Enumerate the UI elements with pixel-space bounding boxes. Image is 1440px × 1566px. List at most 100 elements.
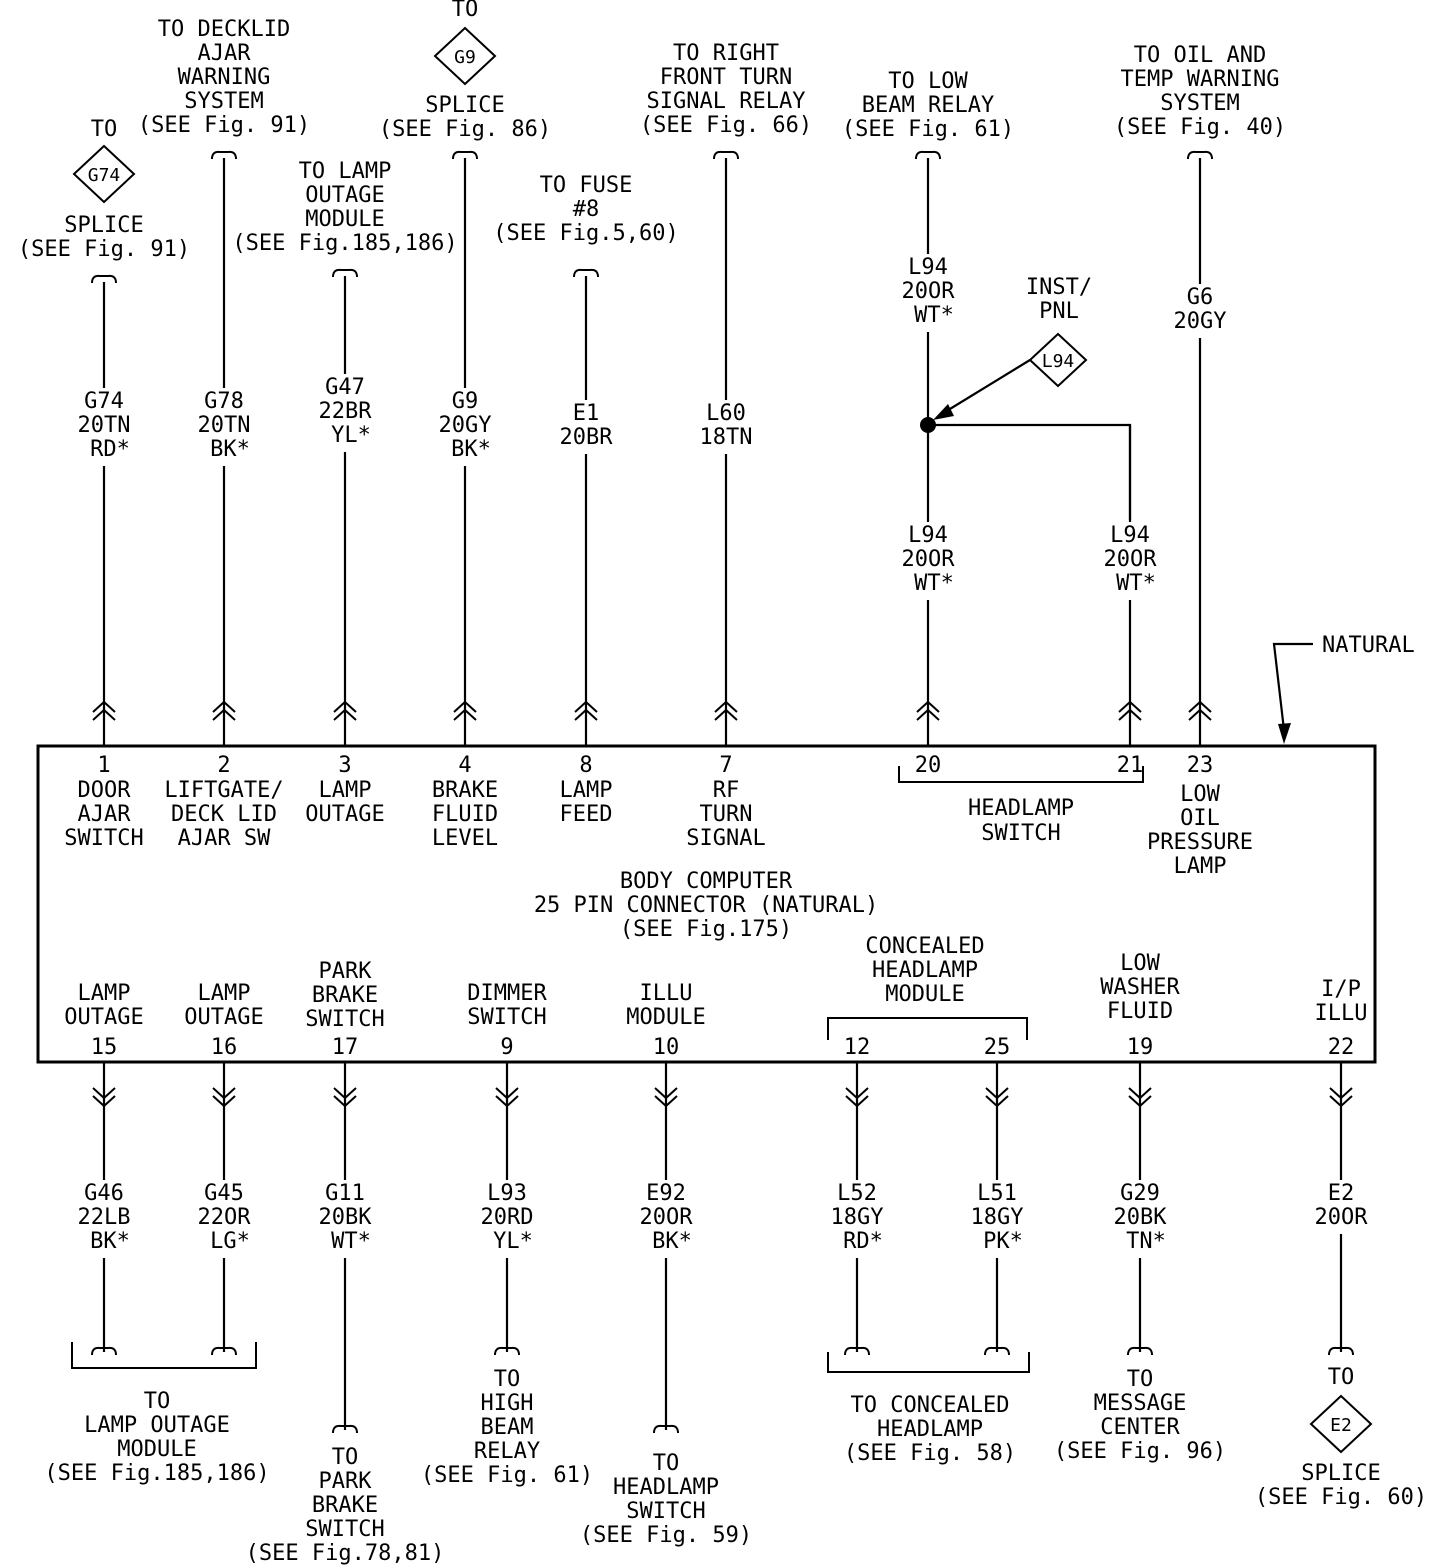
computer-connector-label: 25 PIN CONNECTOR (NATURAL) (534, 893, 878, 918)
see-reference-pin-7: (SEE Fig. 66) (640, 113, 812, 138)
pin-number-16: 16 (211, 1035, 238, 1060)
pin-number-9: 9 (500, 1035, 513, 1060)
destination-pin-8: #8 (573, 197, 600, 222)
destination-pin-9: RELAY (474, 1439, 540, 1464)
pin-function-1: SWITCH (64, 826, 143, 851)
headlamp-switch-label-2: SWITCH (981, 821, 1060, 846)
destination-pin-9: TO (494, 1367, 521, 1392)
pin-function-4: FLUID (432, 802, 498, 827)
wire-end-pin-8 (573, 268, 599, 278)
pin-function-1: DOOR (78, 778, 132, 803)
wire-code-pin-20: L94 (908, 523, 948, 548)
wire-end-pin-20 (915, 150, 941, 160)
destination-pin-17: BRAKE (312, 1493, 378, 1518)
wire-code-pin-12: L52 (837, 1181, 877, 1206)
svg-text:E2: E2 (1330, 1415, 1352, 1436)
pin-function-2: LIFTGATE/ (164, 778, 283, 803)
wire-code-pin-19: 20BK (1114, 1205, 1168, 1230)
pin-number-4: 4 (458, 753, 471, 778)
connector-symbol-pin-12 (845, 1087, 869, 1108)
destination-pin-9: HIGH (481, 1391, 534, 1416)
destination-pin-17: TO (332, 1445, 359, 1470)
splice-diamond-G74: G74 (72, 144, 136, 204)
destination-pin-7: FRONT TURN (660, 65, 792, 90)
destination-pin-20: TO LOW (888, 69, 968, 94)
destination-pin-10: SWITCH (626, 1499, 705, 1524)
wire-code-pin-2: BK* (210, 437, 250, 462)
wire-code-pin-25: 18GY (971, 1205, 1024, 1230)
bottom-circuit-pin-17: G1120BKWT*17PARKBRAKESWITCHTOPARKBRAKESW… (246, 959, 445, 1566)
pin-function-7: SIGNAL (686, 826, 765, 851)
wire-end-pin-16 (211, 1346, 237, 1356)
lamp-outage-dest-2: LAMP OUTAGE (84, 1413, 230, 1438)
wire-code-pin-8: 20BR (560, 425, 614, 450)
pin-number-22: 22 (1328, 1035, 1355, 1060)
see-reference-pin-10: (SEE Fig. 59) (580, 1523, 752, 1548)
splice-branch-to-pin-21 (928, 423, 1132, 520)
wire-code-pin-1: 20TN (78, 413, 131, 438)
wire-code-pin-9: YL* (493, 1229, 533, 1254)
pin-function-17: BRAKE (312, 983, 378, 1008)
concealed-module-label-3: MODULE (885, 982, 964, 1007)
wire-code-pin-12: 18GY (831, 1205, 884, 1230)
wire-code-pin-25: PK* (983, 1229, 1023, 1254)
wire-end-pin-15 (91, 1346, 117, 1356)
pin-function-8: FEED (560, 802, 613, 827)
wire-code-pin-1: RD* (90, 437, 130, 462)
headlamp-switch-bracket (898, 766, 1144, 783)
bottom-circuits: G4622LBBK*15LAMPOUTAGEG4522ORLG*16LAMPOU… (64, 951, 1427, 1566)
destination-pin-10: HEADLAMP (613, 1475, 719, 1500)
wire-code-pin-8: E1 (573, 401, 600, 426)
pin-number-19: 19 (1127, 1035, 1154, 1060)
connector-symbol-pin-16 (212, 1087, 236, 1108)
concealed-dest-see: (SEE Fig. 58) (844, 1441, 1016, 1466)
wire-code-upper-pin-20: 20OR (902, 279, 956, 304)
see-reference-pin-8: (SEE Fig.5,60) (493, 221, 678, 246)
pin-function-22: I/P (1321, 977, 1361, 1002)
pin-number-10: 10 (653, 1035, 680, 1060)
pin-function-16: OUTAGE (184, 1005, 263, 1030)
wire-code-pin-19: TN* (1126, 1229, 1166, 1254)
lamp-outage-bracket (71, 1342, 257, 1369)
concealed-dest-bracket (827, 1352, 1030, 1373)
pin-number-15: 15 (91, 1035, 118, 1060)
svg-text:L94: L94 (1042, 351, 1075, 372)
connector-symbol-pin-1 (92, 700, 116, 721)
wire-code-pin-17: G11 (325, 1181, 365, 1206)
concealed-module-bracket (827, 1017, 1028, 1040)
connector-symbol-pin-23 (1188, 700, 1212, 721)
destination-pin-7: TO RIGHT (673, 41, 779, 66)
pin-function-23: LAMP (1174, 854, 1227, 879)
natural-leader-line (1272, 642, 1313, 731)
wire-end-pin-2 (211, 150, 237, 160)
destination-pin-17: SWITCH (305, 1517, 384, 1542)
concealed-dest-1: TO CONCEALED (851, 1393, 1010, 1418)
destination-pin-17: PARK (319, 1469, 373, 1494)
pin-function-9: DIMMER (467, 981, 547, 1006)
headlamp-switch-label-1: HEADLAMP (968, 796, 1074, 821)
destination-pin-2: WARNING (178, 65, 271, 90)
wire-code-pin-22: E2 (1328, 1181, 1355, 1206)
connector-symbol-pin-19 (1128, 1087, 1152, 1108)
destination-pin-3: TO LAMP (299, 159, 392, 184)
pin-function-15: LAMP (78, 981, 131, 1006)
wire-code-pin-23: G6 (1187, 285, 1214, 310)
to-label-pin-22: TO (1328, 1365, 1355, 1390)
connector-symbol-pin-2 (212, 700, 236, 721)
concealed-dest-2: HEADLAMP (877, 1417, 983, 1442)
destination-pin-4: SPLICE (425, 93, 504, 118)
wire-end-pin-19 (1127, 1346, 1153, 1356)
connector-symbol-pin-8 (574, 700, 598, 721)
pin-function-16: LAMP (198, 981, 251, 1006)
inst-pnl-diamond: L94 (1028, 332, 1088, 388)
wire-code-pin-25: L51 (977, 1181, 1017, 1206)
inst-pnl-label-2: PNL (1039, 299, 1079, 324)
wire-code-upper-pin-20: WT* (914, 303, 954, 328)
inst-pnl-arrowhead (933, 404, 954, 420)
destination-pin-8: TO FUSE (540, 173, 633, 198)
pin-number-20: 20 (915, 753, 942, 778)
